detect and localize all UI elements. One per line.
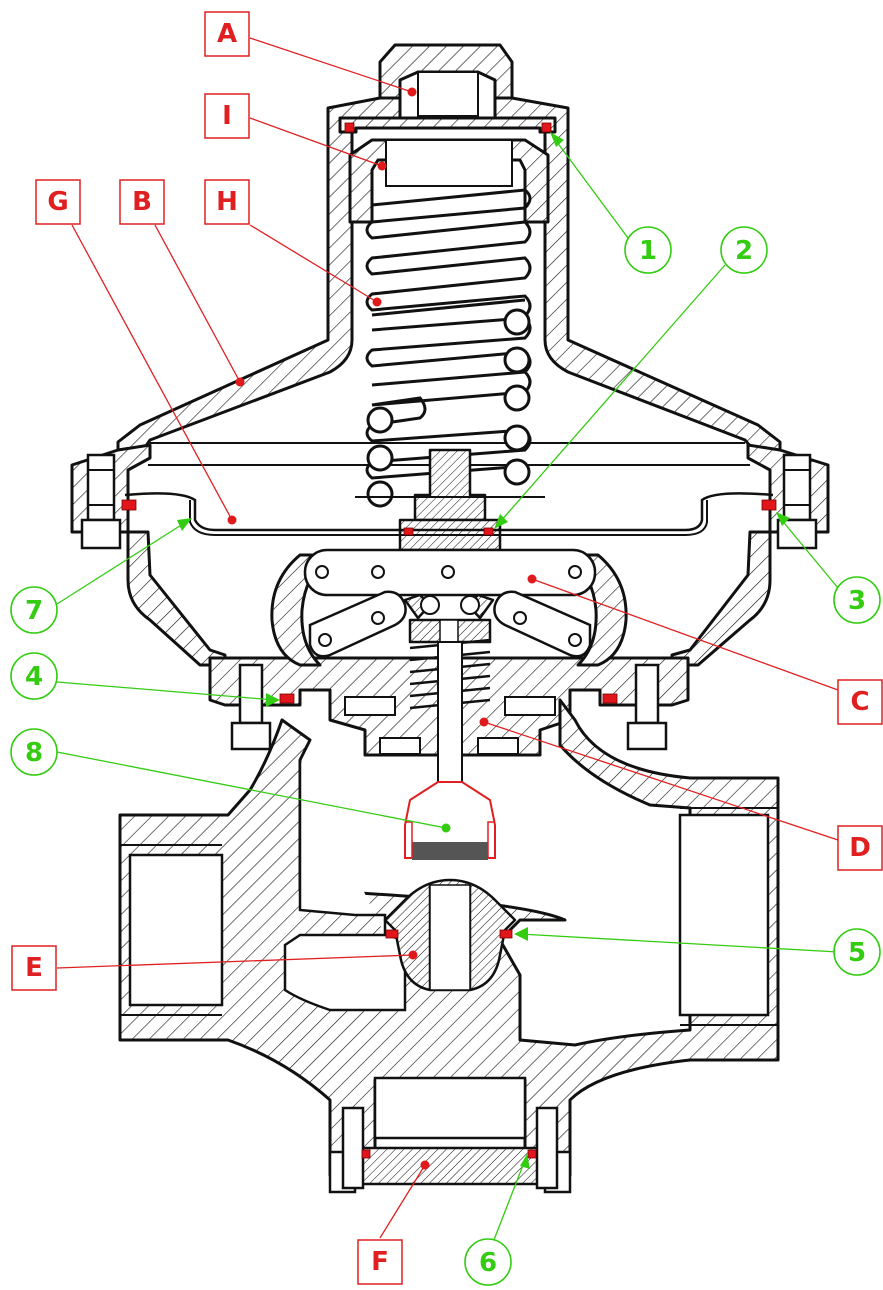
leader-5 bbox=[514, 927, 839, 953]
label-D: D bbox=[837, 825, 883, 871]
svg-text:3: 3 bbox=[848, 586, 866, 616]
svg-text:E: E bbox=[25, 953, 43, 983]
callout-8: 8 bbox=[10, 728, 58, 776]
svg-text:B: B bbox=[132, 187, 152, 217]
leader-D bbox=[479, 717, 839, 841]
bottom-bolt-left bbox=[341, 1106, 365, 1190]
leader-F bbox=[379, 1160, 430, 1239]
svg-text:8: 8 bbox=[25, 738, 43, 768]
callout-5: 5 bbox=[833, 928, 881, 976]
valve-body bbox=[118, 698, 780, 1177]
leader-4 bbox=[56, 681, 280, 707]
svg-text:D: D bbox=[849, 833, 871, 863]
svg-text:I: I bbox=[222, 101, 232, 131]
svg-text:C: C bbox=[850, 687, 869, 717]
lever-mechanism bbox=[270, 548, 628, 667]
svg-text:F: F bbox=[371, 1247, 389, 1277]
flange-bolt-left bbox=[80, 453, 122, 550]
diaphragm bbox=[124, 492, 774, 536]
svg-text:H: H bbox=[216, 187, 238, 217]
top-cap bbox=[378, 43, 514, 117]
callout-6: 6 bbox=[464, 1238, 512, 1286]
body-bolt-right bbox=[626, 663, 668, 751]
svg-text:4: 4 bbox=[25, 662, 43, 692]
label-C: C bbox=[837, 679, 883, 725]
valve-seat bbox=[383, 878, 517, 992]
label-I: I bbox=[204, 93, 250, 139]
leader-A bbox=[249, 37, 417, 97]
leader-8 bbox=[56, 751, 451, 833]
leader-7 bbox=[56, 518, 192, 605]
svg-text:G: G bbox=[47, 187, 68, 217]
label-G: G bbox=[35, 179, 81, 225]
flange-bolt-right bbox=[776, 453, 818, 550]
svg-text:2: 2 bbox=[735, 236, 753, 266]
svg-text:5: 5 bbox=[848, 938, 866, 968]
svg-text:1: 1 bbox=[639, 236, 657, 266]
leader-C bbox=[527, 574, 839, 691]
seals bbox=[121, 122, 777, 1159]
callout-4: 4 bbox=[10, 652, 58, 700]
leader-2 bbox=[494, 264, 726, 529]
label-F: F bbox=[357, 1239, 403, 1285]
callout-2: 2 bbox=[720, 226, 768, 274]
middle-housing bbox=[126, 530, 772, 757]
svg-text:A: A bbox=[217, 19, 237, 49]
leader-G bbox=[71, 224, 237, 525]
leader-B bbox=[154, 224, 245, 387]
spring-guide bbox=[348, 138, 550, 224]
valve-plug bbox=[404, 781, 496, 860]
leader-H bbox=[249, 224, 382, 307]
label-B: B bbox=[119, 179, 165, 225]
leader-I bbox=[249, 117, 387, 171]
body-bolt-left bbox=[230, 663, 272, 751]
label-A: A bbox=[204, 11, 250, 57]
callout-7: 7 bbox=[10, 586, 58, 634]
leader-3 bbox=[776, 512, 839, 589]
callout-1: 1 bbox=[624, 226, 672, 274]
svg-text:6: 6 bbox=[479, 1248, 497, 1278]
svg-text:7: 7 bbox=[25, 596, 43, 626]
label-E: E bbox=[11, 945, 57, 991]
callout-3: 3 bbox=[833, 576, 881, 624]
bottom-bolt-right bbox=[535, 1106, 559, 1190]
spring bbox=[365, 188, 532, 508]
leader-E bbox=[56, 950, 418, 969]
label-H: H bbox=[204, 179, 250, 225]
leader-1 bbox=[550, 132, 629, 239]
leader-6 bbox=[491, 1154, 530, 1246]
